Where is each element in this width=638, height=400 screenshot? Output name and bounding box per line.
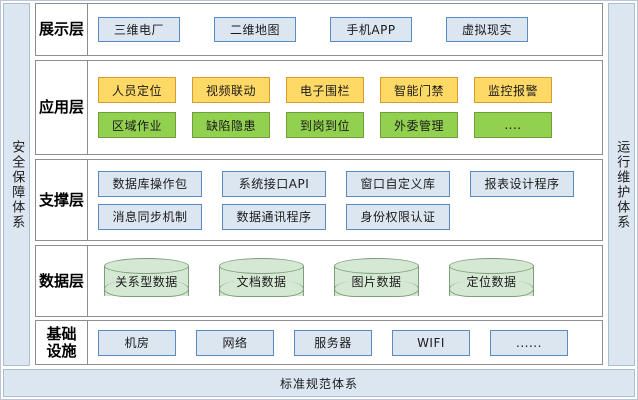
node-support-7[interactable]: 身份权限认证 xyxy=(346,203,450,230)
node-presentation-1[interactable]: 三维电厂 xyxy=(98,17,180,42)
node-application-2[interactable]: 视频联动 xyxy=(192,77,270,103)
node-application-9[interactable]: 外委管理 xyxy=(380,112,458,138)
layer-application-title: 应用层 xyxy=(36,61,88,154)
layer-application-body: 人员定位 视频联动 电子围栏 智能门禁 监控报警 区域作业 缺陷隐患 到岗到位 … xyxy=(88,61,602,154)
layer-support-row-1: 数据库操作包 系统接口API 窗口自定义库 报表设计程序 xyxy=(88,170,602,197)
node-application-4[interactable]: 智能门禁 xyxy=(380,77,458,103)
cylinder-top-icon xyxy=(104,258,189,274)
layer-support-row-2: 消息同步机制 数据通讯程序 身份权限认证 xyxy=(88,203,602,230)
node-infrastructure-5[interactable]: ...... xyxy=(490,329,568,356)
node-infrastructure-3[interactable]: 服务器 xyxy=(294,329,372,356)
cylinder-bottom-icon xyxy=(449,281,534,297)
node-support-5[interactable]: 消息同步机制 xyxy=(98,203,202,230)
layer-data-title: 数据层 xyxy=(36,246,88,316)
node-presentation-2[interactable]: 二维地图 xyxy=(214,17,296,42)
layer-infrastructure-title-text: 基础 设施 xyxy=(46,325,77,360)
database-cylinder-3-label: 图片数据 xyxy=(351,274,402,289)
cylinder-top-icon xyxy=(219,258,304,274)
database-cylinder-2-label: 文档数据 xyxy=(236,274,287,289)
layer-infrastructure-row-1: 机房 网络 服务器 WIFI ...... xyxy=(88,329,602,356)
database-cylinder-1-label: 关系型数据 xyxy=(115,274,178,289)
node-application-5[interactable]: 监控报警 xyxy=(474,77,552,103)
layer-infrastructure-title: 基础 设施 xyxy=(36,321,88,364)
layer-support: 支撑层 数据库操作包 系统接口API 窗口自定义库 报表设计程序 消息同步机制 … xyxy=(35,159,603,241)
bottom-bar-label: 标准规范体系 xyxy=(279,376,358,391)
node-application-3[interactable]: 电子围栏 xyxy=(286,77,364,103)
node-support-6[interactable]: 数据通讯程序 xyxy=(222,203,326,230)
database-cylinder-4-label: 定位数据 xyxy=(466,274,517,289)
node-presentation-3[interactable]: 手机APP xyxy=(330,17,412,42)
layer-presentation-title: 展示层 xyxy=(36,4,88,55)
node-support-3[interactable]: 窗口自定义库 xyxy=(346,170,450,197)
layer-data: 数据层 关系型数据 文档数据 xyxy=(35,245,603,317)
cylinder-bottom-icon xyxy=(104,281,189,297)
layer-presentation-title-text: 展示层 xyxy=(38,20,84,39)
node-infrastructure-1[interactable]: 机房 xyxy=(98,329,176,356)
cylinder-top-icon xyxy=(449,258,534,274)
layer-presentation-row-1: 三维电厂 二维地图 手机APP 虚拟现实 xyxy=(88,17,602,42)
left-rail-security-system: 安全保障体系 xyxy=(3,3,30,366)
database-cylinder-1[interactable]: 关系型数据 xyxy=(104,258,189,304)
node-support-2[interactable]: 系统接口API xyxy=(222,170,326,197)
right-rail-ops-maintenance-system: 运行维护体系 xyxy=(608,3,635,366)
database-cylinder-4[interactable]: 定位数据 xyxy=(449,258,534,304)
right-rail-label: 运行维护体系 xyxy=(614,139,630,230)
database-cylinder-3[interactable]: 图片数据 xyxy=(334,258,419,304)
cylinder-bottom-icon xyxy=(219,281,304,297)
layer-support-body: 数据库操作包 系统接口API 窗口自定义库 报表设计程序 消息同步机制 数据通讯… xyxy=(88,160,602,240)
node-application-1[interactable]: 人员定位 xyxy=(98,77,176,103)
layer-application-title-text: 应用层 xyxy=(38,98,84,117)
layer-support-title-text: 支撑层 xyxy=(38,190,84,209)
bottom-bar-standards-system: 标准规范体系 xyxy=(3,369,635,397)
node-support-1[interactable]: 数据库操作包 xyxy=(98,170,202,197)
layer-application-row-2: 区域作业 缺陷隐患 到岗到位 外委管理 .... xyxy=(88,112,602,138)
node-presentation-4[interactable]: 虚拟现实 xyxy=(446,17,528,42)
layer-presentation-body: 三维电厂 二维地图 手机APP 虚拟现实 xyxy=(88,4,602,55)
node-application-8[interactable]: 到岗到位 xyxy=(286,112,364,138)
layer-data-title-text: 数据层 xyxy=(38,271,84,290)
left-rail-label: 安全保障体系 xyxy=(9,139,25,230)
node-infrastructure-4[interactable]: WIFI xyxy=(392,329,470,356)
node-application-6[interactable]: 区域作业 xyxy=(98,112,176,138)
cylinder-top-icon xyxy=(334,258,419,274)
node-support-4[interactable]: 报表设计程序 xyxy=(470,170,574,197)
layer-infrastructure: 基础 设施 机房 网络 服务器 WIFI ...... xyxy=(35,320,603,365)
node-infrastructure-2[interactable]: 网络 xyxy=(196,329,274,356)
node-application-7[interactable]: 缺陷隐患 xyxy=(192,112,270,138)
layer-data-row-1: 关系型数据 文档数据 图片数据 定 xyxy=(88,258,602,304)
node-application-10[interactable]: .... xyxy=(474,112,552,138)
layer-application-row-1: 人员定位 视频联动 电子围栏 智能门禁 监控报警 xyxy=(88,77,602,103)
cylinder-bottom-icon xyxy=(334,281,419,297)
database-cylinder-2[interactable]: 文档数据 xyxy=(219,258,304,304)
layer-infrastructure-body: 机房 网络 服务器 WIFI ...... xyxy=(88,321,602,364)
layer-data-body: 关系型数据 文档数据 图片数据 定 xyxy=(88,246,602,316)
layer-support-title: 支撑层 xyxy=(36,160,88,240)
layer-application: 应用层 人员定位 视频联动 电子围栏 智能门禁 监控报警 区域作业 缺陷隐患 到… xyxy=(35,60,603,155)
layer-presentation: 展示层 三维电厂 二维地图 手机APP 虚拟现实 xyxy=(35,3,603,56)
